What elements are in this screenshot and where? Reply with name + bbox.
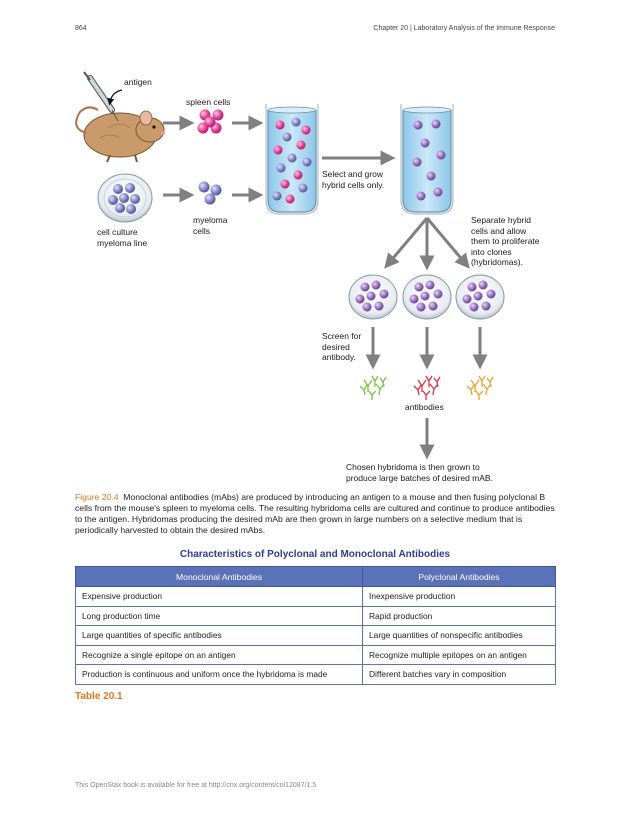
caption-text: Monoclonal antibodies (mAbs) are produce… [75, 492, 555, 535]
table-cell: Large quantities of nonspecific antibodi… [362, 625, 556, 646]
antigen-pointer [107, 89, 123, 106]
label-chosen-hybridoma: Chosen hybridoma is then grown to produc… [346, 462, 493, 483]
figure-number: Figure 20.4 [75, 492, 119, 502]
clone-dish-2 [402, 274, 452, 320]
table-title: Characteristics of Polyclonal and Monocl… [179, 549, 451, 560]
table-cell: Long production time [75, 605, 363, 626]
table-row: Expensive production Inexpensive product… [75, 586, 556, 607]
header-polyclonal: Polyclonal Antibodies [362, 566, 556, 587]
table-cell: Recognize multiple epitopes on an antige… [362, 644, 556, 665]
comparison-table: Monoclonal Antibodies Polyclonal Antibod… [75, 566, 556, 685]
table-row: Production is continuous and uniform onc… [75, 664, 556, 685]
hybridoma-diagram [75, 71, 505, 460]
label-antibodies: antibodies [405, 402, 444, 412]
label-cell-culture: cell culture myeloma line [97, 227, 148, 248]
arrow-to-clone-3 [425, 217, 470, 269]
table-cell: Production is continuous and uniform onc… [75, 664, 363, 685]
arrow-to-clone-1 [384, 217, 429, 269]
label-screen: Screen for desired antibody. [322, 331, 362, 362]
antibodies-yellow [466, 375, 494, 400]
clone-dish-1 [348, 274, 398, 320]
hybrid-test-tube [400, 104, 454, 215]
antibodies-green [359, 375, 387, 400]
fusion-test-tube [265, 104, 319, 215]
myeloma-culture-dish [97, 173, 153, 223]
table-cell: Different batches vary in composition [362, 664, 556, 685]
label-separate: Separate hybrid cells and allow them to … [471, 215, 540, 267]
clone-dish-3 [455, 274, 505, 320]
table-cell: Expensive production [75, 586, 363, 607]
mouse-illustration [75, 106, 165, 163]
table-cell: Inexpensive production [362, 586, 556, 607]
table-cell: Recognize a single epitope on an antigen [75, 644, 363, 665]
footer-text: This OpenStax book is available for free… [75, 782, 317, 789]
label-select-grow: Select and grow hybrid cells only. [322, 169, 385, 190]
table-cell: Rapid production [362, 605, 556, 626]
table-header-row: Monoclonal Antibodies Polyclonal Antibod… [75, 566, 556, 587]
figure-caption: Figure 20.4 Monoclonal antibodies (mAbs)… [75, 492, 557, 536]
table-row: Long production time Rapid production [75, 605, 556, 626]
table-cell: Large quantities of specific antibodies [75, 625, 363, 646]
table-row: Large quantities of specific antibodies … [75, 625, 556, 646]
antibodies-red [413, 375, 441, 400]
spleen-cells [197, 109, 224, 134]
myeloma-cells [198, 181, 222, 205]
page-number: 864 [75, 25, 87, 32]
chapter-title: Chapter 20 | Laboratory Analysis of the … [373, 25, 555, 32]
table-label: Table 20.1 [75, 691, 123, 702]
label-antigen: antigen [124, 77, 152, 87]
header-monoclonal: Monoclonal Antibodies [75, 566, 363, 587]
table-row: Recognize a single epitope on an antigen… [75, 644, 556, 665]
label-spleen-cells: spleen cells [186, 97, 231, 107]
label-myeloma-cells: myeloma cells [193, 215, 228, 236]
